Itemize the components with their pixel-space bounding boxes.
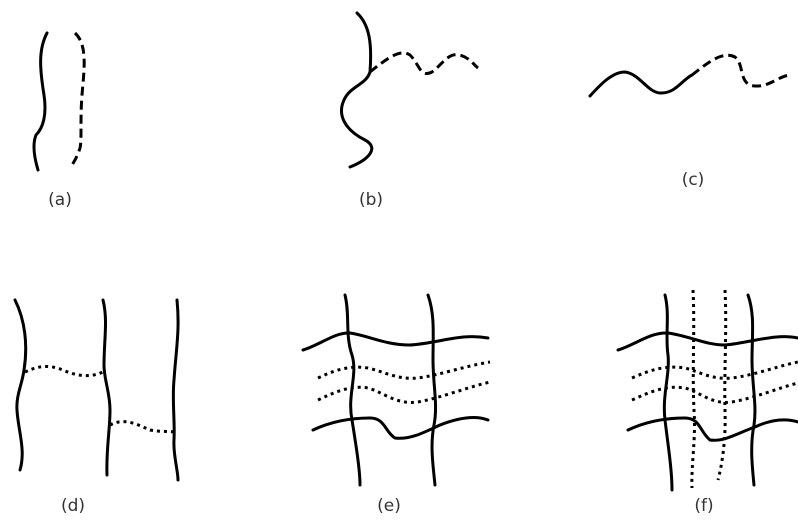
panel-e: (e) [303,295,490,516]
chain-e-dotted-2 [318,382,490,402]
label-b: (b) [359,190,383,210]
crosslink-d-2 [110,422,174,432]
panel-a: (a) [34,33,84,210]
chain-b-dashed-branch [370,53,478,74]
label-f: (f) [694,496,713,516]
chain-e-vertical-2 [428,295,436,485]
label-d: (d) [61,496,85,516]
chain-f-horizontal-bottom [628,418,798,440]
chain-f-horizontal-top [618,333,798,350]
panel-c: (c) [590,55,791,190]
panel-f: (f) [618,290,798,516]
chain-d-2 [103,300,110,475]
chain-f-dotted-vertical-2 [718,290,726,480]
chain-a-solid [34,33,47,170]
chain-b-solid [342,13,372,167]
label-e: (e) [377,496,401,516]
chain-d-3 [173,300,178,480]
chain-e-horizontal-top [303,333,488,350]
chain-a-dashed [71,33,84,167]
chain-f-dotted-vertical-1 [692,290,695,488]
crosslink-d-1 [25,366,103,375]
chain-f-vertical-1 [664,295,672,490]
chain-d-1 [15,300,26,470]
panel-d: (d) [15,300,178,516]
chain-f-vertical-2 [748,295,755,485]
label-c: (c) [682,170,705,190]
chain-e-dotted-1 [318,362,490,378]
chain-c-solid [590,72,692,96]
label-a: (a) [48,190,72,210]
chain-c-dashed [692,55,791,86]
chain-e-vertical-1 [345,295,360,485]
chain-f-dotted-horizontal-1 [632,362,798,378]
panel-b: (b) [342,13,478,210]
chain-f-dotted-horizontal-2 [632,383,798,402]
chain-e-horizontal-bottom [313,418,488,439]
